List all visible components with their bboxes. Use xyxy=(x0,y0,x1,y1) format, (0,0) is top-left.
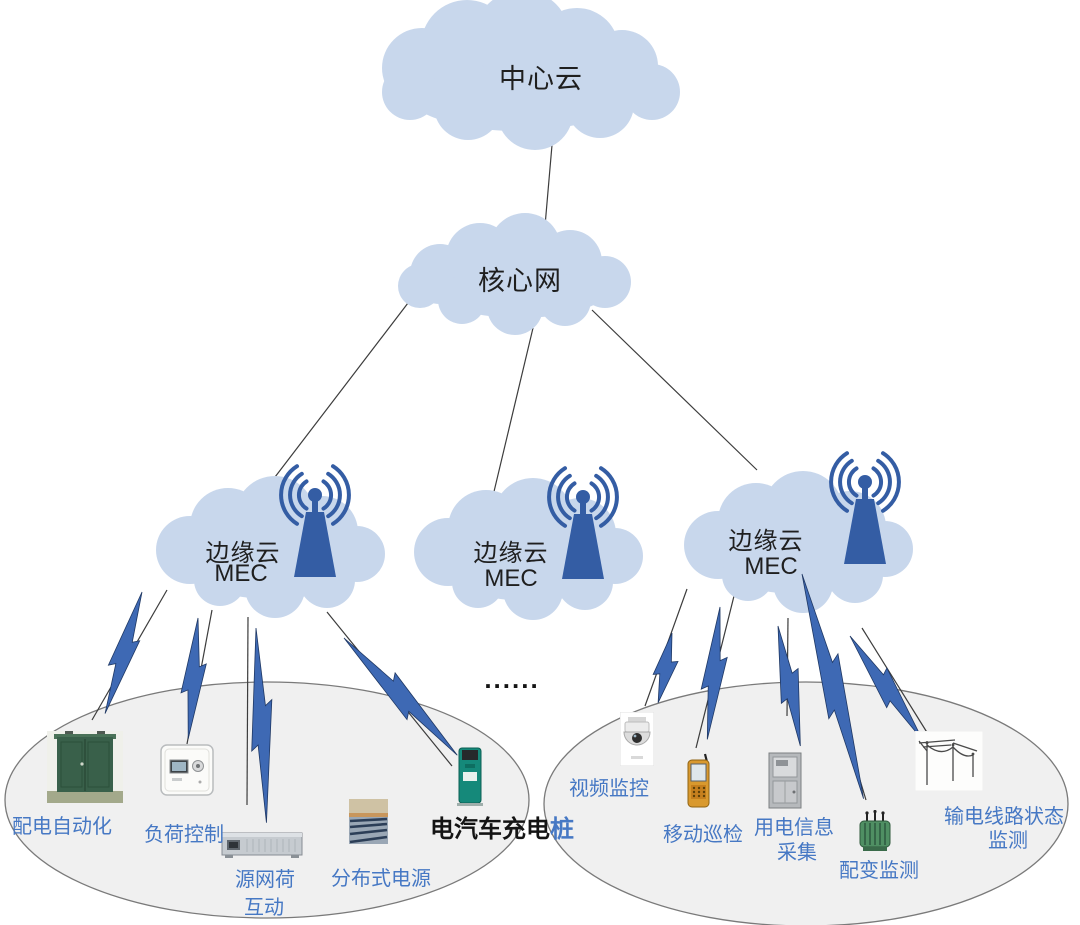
ellipsis-text: ...... xyxy=(484,664,540,694)
edge-cloud-left-sublabel: MEC xyxy=(214,560,268,587)
device-label-ev-charging-dark: 电汽车充电 xyxy=(430,816,550,843)
edge-cloud-right-sublabel: MEC xyxy=(744,553,798,580)
transformer-icon xyxy=(857,809,893,860)
device-label-line-monitoring-line2: 监测 xyxy=(988,830,1028,852)
meter-cabinet-icon xyxy=(768,752,802,814)
distribution-cabinet-icon xyxy=(47,731,123,808)
central-cloud-label: 中心云 xyxy=(499,64,583,94)
device-label-ev-charging: 电汽车充电桩 xyxy=(430,809,574,844)
device-label-video-surveillance: 视频监控 xyxy=(569,778,649,800)
core-network-cloud xyxy=(398,213,631,335)
device-label-line-monitoring-line1: 输电线路状态 xyxy=(944,806,1064,828)
solar-farm-icon xyxy=(349,799,388,849)
edge-cloud-left-label: 边缘云 xyxy=(205,540,281,567)
power-line-icon xyxy=(914,730,984,796)
device-label-power-info-line1: 用电信息 xyxy=(754,817,834,839)
device-label-transformer-monitoring: 配变监测 xyxy=(839,860,919,882)
load-control-icon xyxy=(160,742,214,804)
lightning-bolt xyxy=(646,630,685,706)
device-label-source-grid-load-line1: 源网荷 xyxy=(235,869,295,891)
edge-cloud-middle-sublabel: MEC xyxy=(484,565,538,592)
device-label-mobile-inspection: 移动巡检 xyxy=(663,824,743,846)
device-label-power-info-line2: 采集 xyxy=(777,842,817,864)
server-rack-icon xyxy=(221,830,303,865)
central-cloud xyxy=(382,0,680,150)
edge-cloud-middle-label: 边缘云 xyxy=(473,540,549,567)
dome-camera-icon xyxy=(619,711,655,771)
device-label-distribution-automation: 配电自动化 xyxy=(12,816,112,838)
device-label-load-control: 负荷控制 xyxy=(144,824,224,846)
device-label-source-grid-load-line2: 互动 xyxy=(244,897,284,919)
edge-cloud-right-label: 边缘云 xyxy=(728,528,804,555)
device-label-ev-charging-blue: 桩 xyxy=(550,816,574,843)
device-label-distributed-power: 分布式电源 xyxy=(331,868,431,890)
core-network-label: 核心网 xyxy=(478,266,562,296)
ev-charger-icon xyxy=(457,746,483,811)
handheld-pda-icon xyxy=(686,753,711,814)
